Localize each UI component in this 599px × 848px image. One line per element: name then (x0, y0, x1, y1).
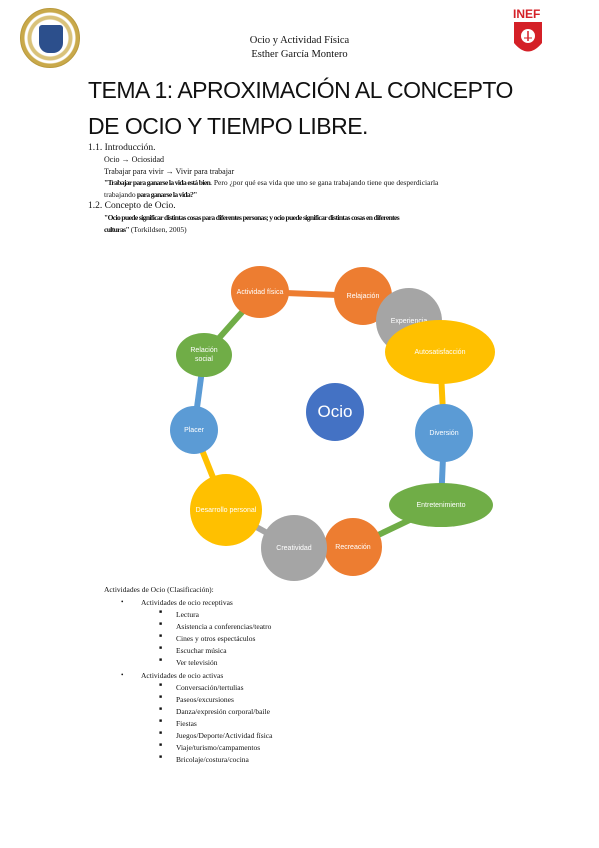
list-item: Viaje/turismo/campamentos (176, 743, 261, 752)
square-bullet-icon: ■ (159, 755, 163, 760)
section-2-quote-line-2: culturas" (Torkildsen, 2005) (104, 225, 187, 234)
section-2-quote-line-1: "Ocio puede significar distintas cosas p… (104, 213, 400, 222)
title-line-1: TEMA 1: APROXIMACIÓN AL CONCEPTO (88, 77, 513, 103)
cycle-node: Creatividad (261, 515, 327, 581)
quote-2-bold-end: culturas" (104, 225, 130, 234)
title-line-2: DE OCIO Y TIEMPO LIBRE. (88, 113, 368, 139)
seal-shield-icon (39, 25, 63, 53)
section-1-line-1: Ocio → Ociosidad (104, 155, 164, 164)
center-node-ocio: Ocio (306, 383, 364, 441)
cycle-node-label: Placer (184, 426, 204, 434)
bullet-icon: • (121, 671, 124, 679)
list-item: Lectura (176, 610, 199, 619)
quote-end-bold: para ganarse la vida?" (135, 190, 198, 199)
square-bullet-icon: ■ (159, 731, 163, 736)
square-bullet-icon: ■ (159, 622, 163, 627)
header-author: Esther García Montero (251, 49, 348, 60)
quote-2-bold: "Ocio puede significar distintas cosas p… (104, 213, 400, 222)
list-item: Conversación/tertulias (176, 683, 244, 692)
svg-text:INEF: INEF (513, 7, 540, 21)
arrow-right-icon: → (121, 155, 130, 164)
square-bullet-icon: ■ (159, 658, 163, 663)
cycle-node: Autosatisfacción (385, 320, 495, 384)
cycle-node-label: Relación social (190, 347, 218, 363)
cycle-node-label: Desarrollo personal (195, 506, 257, 514)
cycle-node: Relación social (176, 333, 232, 377)
list-item: Juegos/Deporte/Actividad física (176, 731, 273, 740)
text-trabajar-para-vivir: Trabajar para vivir (104, 167, 166, 176)
cycle-node-label: Entretenimiento (416, 501, 466, 509)
quote-bold-part: "Trabajar para ganarse la vida está bien (104, 178, 211, 187)
square-bullet-icon: ■ (159, 695, 163, 700)
cycle-node-label: Diversión (429, 429, 459, 437)
list-item: Bricolaje/costura/cocina (176, 755, 249, 764)
cycle-node-label: Autosatisfacción (414, 348, 466, 356)
list-item: Cines y otros espectáculos (176, 634, 256, 643)
square-bullet-icon: ■ (159, 610, 163, 615)
square-bullet-icon: ■ (159, 707, 163, 712)
square-bullet-icon: ■ (159, 683, 163, 688)
cycle-node: Entretenimiento (389, 483, 493, 527)
text-ocio: Ocio (104, 155, 122, 164)
list-item: Danza/expresión corporal/baile (176, 707, 270, 716)
quote-trabajando: trabajando (104, 190, 136, 199)
cycle-node-label: Creatividad (276, 544, 312, 552)
square-bullet-icon: ■ (159, 634, 163, 639)
square-bullet-icon: ■ (159, 719, 163, 724)
cycle-node: Placer (170, 406, 218, 454)
section-1-quote-end: trabajando para ganarse la vida?" (104, 190, 197, 199)
page-title: TEMA 1: APROXIMACIÓN AL CONCEPTO DE OCIO… (88, 72, 513, 144)
bullet-icon: • (121, 598, 124, 606)
header-subject: Ocio y Actividad Física (249, 35, 350, 46)
university-seal-logo (20, 8, 80, 68)
activities-heading: Actividades de Ocio (Clasificación): (104, 585, 214, 594)
section-1-heading: 1.1. Introducción. (88, 143, 156, 153)
cycle-node-label: Relajación (346, 292, 380, 300)
list-item: Escuchar música (176, 646, 227, 655)
list-item: Ver televisión (176, 658, 218, 667)
cycle-node-label: Actividad física (236, 288, 284, 296)
citation: (Torkildsen, 2005) (129, 225, 187, 234)
cycle-node-label: Experiencia (390, 317, 428, 325)
active-label: Actividades de ocio activas (141, 671, 224, 680)
arrow-right-icon: → (165, 167, 174, 176)
section-1-line-2: Trabajar para vivir → Vivir para trabaja… (104, 167, 234, 176)
cycle-node: Actividad física (231, 266, 289, 318)
cycle-node: Recreación (324, 518, 382, 576)
quote-regular-part: . Pero ¿por qué esa vida que uno se gana… (210, 178, 439, 187)
text-ociosidad: Ociosidad (129, 155, 164, 164)
text-vivir-para-trabajar: Vivir para trabajar (173, 167, 235, 176)
receptive-label: Actividades de ocio receptivas (141, 598, 233, 607)
section-2-heading: 1.2. Concepto de Ocio. (88, 201, 176, 211)
list-item: Fiestas (176, 719, 197, 728)
cycle-node: Desarrollo personal (190, 474, 262, 546)
square-bullet-icon: ■ (159, 743, 163, 748)
list-item: Paseos/excursiones (176, 695, 234, 704)
list-item: Asistencia a conferencias/teatro (176, 622, 272, 631)
cycle-node: Diversión (415, 404, 473, 462)
inef-logo: INEF (512, 5, 544, 60)
cycle-node-label: Recreación (335, 543, 371, 551)
section-1-quote: "Trabajar para ganarse la vida está bien… (104, 178, 438, 187)
square-bullet-icon: ■ (159, 646, 163, 651)
